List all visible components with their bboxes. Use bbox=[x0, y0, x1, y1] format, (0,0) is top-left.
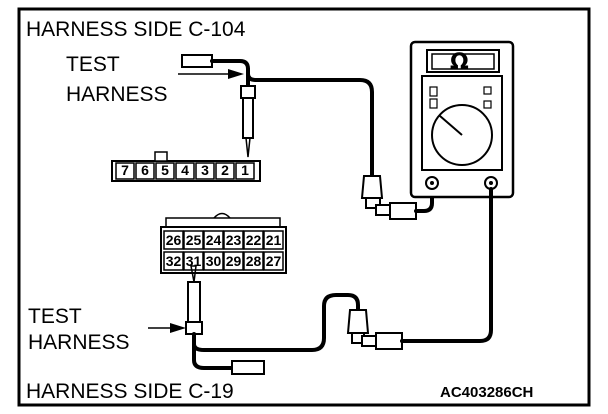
c19-pin-27-cell bbox=[263, 251, 284, 271]
c19-pin-21-cell bbox=[263, 230, 284, 250]
c19-pin-30-cell bbox=[203, 251, 224, 271]
arrow-icon-bottom bbox=[148, 323, 186, 333]
test-label-bottom: TEST bbox=[28, 305, 82, 328]
c19-pin-28: 28 bbox=[246, 253, 262, 269]
c104-pin-6: 6 bbox=[141, 162, 149, 178]
figure-code: AC403286CH bbox=[440, 384, 533, 401]
c19-pin-26: 26 bbox=[166, 232, 182, 248]
c19-pin-24-cell bbox=[203, 230, 224, 250]
c19-pin-27: 27 bbox=[266, 253, 282, 269]
c104-title: HARNESS SIDE C-104 bbox=[26, 18, 246, 41]
c104-pin-7-cell bbox=[115, 162, 135, 180]
harness-label-top: HARNESS bbox=[66, 83, 168, 106]
test-label-top: TEST bbox=[66, 53, 120, 76]
c104-pin-3: 3 bbox=[201, 162, 209, 178]
c104-pin-2: 2 bbox=[221, 162, 229, 178]
c19-pin-29-cell bbox=[223, 251, 244, 271]
c19-pin-31-cell bbox=[183, 251, 204, 271]
test-probe-top bbox=[181, 54, 374, 178]
c19-pin-29: 29 bbox=[226, 253, 242, 269]
ohm-icon: Ω bbox=[450, 50, 469, 75]
c19-pin-30: 30 bbox=[206, 253, 222, 269]
c19-pin-31: 31 bbox=[186, 253, 202, 269]
c104-pin-7: 7 bbox=[121, 162, 129, 178]
c19-pin-25-cell bbox=[183, 230, 204, 250]
harness-label-bottom: HARNESS bbox=[28, 331, 130, 354]
c104-pin-2-cell bbox=[215, 162, 235, 180]
c104-pin-3-cell bbox=[195, 162, 215, 180]
c104-pin-4-cell bbox=[175, 162, 195, 180]
arrow-icon-top bbox=[178, 69, 244, 79]
c104-pin-6-cell bbox=[135, 162, 155, 180]
c19-pin-24: 24 bbox=[206, 232, 222, 248]
ohmmeter: Ω bbox=[409, 40, 515, 199]
c19-pin-26-cell bbox=[163, 230, 184, 250]
test-probe-bottom bbox=[185, 265, 360, 375]
c19-title: HARNESS SIDE C-19 bbox=[26, 380, 234, 403]
c19-pin-23: 23 bbox=[226, 232, 242, 248]
c19-pin-28-cell bbox=[243, 251, 264, 271]
c104-pin-4: 4 bbox=[181, 162, 189, 178]
c19-pin-22-cell bbox=[243, 230, 264, 250]
c19-pin-32: 32 bbox=[166, 253, 182, 269]
c19-pin-32-cell bbox=[163, 251, 184, 271]
c19-pin-21: 21 bbox=[266, 232, 282, 248]
meter-lead-bottom bbox=[346, 187, 493, 350]
c104-pin-5: 5 bbox=[161, 162, 169, 178]
meter-lead-top bbox=[360, 175, 434, 220]
c19-pin-22: 22 bbox=[246, 232, 262, 248]
c104-pin-1-cell bbox=[235, 162, 255, 180]
c19-pin-23-cell bbox=[223, 230, 244, 250]
c104-pin-5-cell bbox=[155, 162, 175, 180]
c19-pin-25: 25 bbox=[186, 232, 202, 248]
c104-pin-1: 1 bbox=[241, 162, 249, 178]
